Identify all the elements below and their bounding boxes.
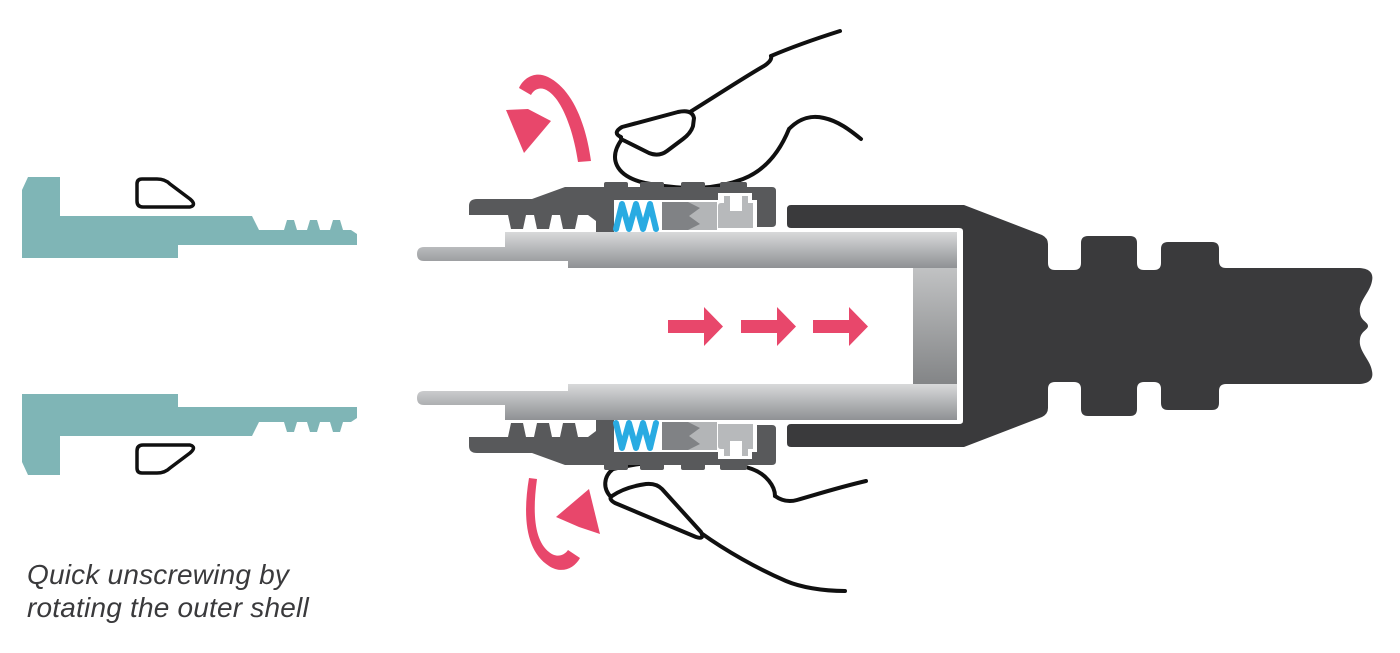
rotation-arrow-bottom-shaft bbox=[526, 478, 580, 570]
caption-line-1: Quick unscrewing by bbox=[27, 559, 290, 590]
rotation-arrow-top-shaft bbox=[519, 74, 591, 162]
push-arrow-3 bbox=[813, 307, 868, 346]
caption-line-2: rotating the outer shell bbox=[27, 592, 309, 623]
fingernail-outline bbox=[608, 481, 705, 540]
push-arrow-2 bbox=[741, 307, 796, 346]
inner-tube-top bbox=[417, 232, 957, 268]
thumb-top-edge-line bbox=[688, 54, 774, 114]
inner-tube-bottom bbox=[417, 384, 957, 420]
hand-edge-line bbox=[769, 29, 842, 58]
rotation-arrow-top-head bbox=[506, 109, 551, 153]
push-direction-arrows bbox=[668, 307, 868, 346]
caption: Quick unscrewing by rotating the outer s… bbox=[27, 558, 309, 624]
rotation-arrow-bottom-head bbox=[556, 489, 600, 534]
rotation-arrow-top bbox=[506, 74, 591, 162]
finger-bottom-edge-line bbox=[699, 531, 847, 593]
push-arrow-1 bbox=[668, 307, 723, 346]
rotation-arrow-bottom bbox=[526, 478, 600, 570]
thumb-line-art bbox=[613, 29, 863, 190]
thumbnail-outline bbox=[614, 109, 696, 157]
finger-line-art bbox=[603, 458, 868, 593]
finger-tip-edge-line bbox=[603, 467, 615, 499]
thumb-crease-line bbox=[788, 114, 863, 141]
finger-knuckle-line bbox=[773, 479, 868, 503]
